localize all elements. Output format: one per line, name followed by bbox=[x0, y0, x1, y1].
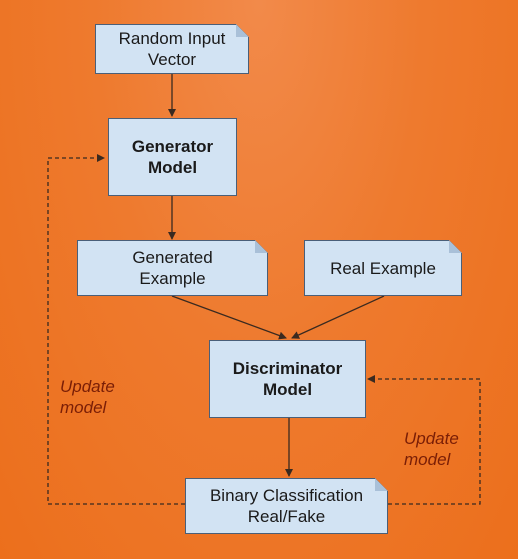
node-real-example-label: Real Example bbox=[305, 241, 461, 295]
edge-label-update-generator: Update model bbox=[60, 377, 115, 417]
node-binary-classification: Binary Classification Real/Fake bbox=[185, 478, 388, 534]
node-generated-example-label: Generated Example bbox=[78, 241, 267, 295]
node-random-input-vector: Random Input Vector bbox=[95, 24, 249, 74]
node-real-example: Real Example bbox=[304, 240, 462, 296]
node-generator-model: Generator Model bbox=[108, 118, 237, 196]
edge-real-example-to-discriminator bbox=[291, 295, 385, 339]
edge-update-generator-feedback bbox=[47, 154, 185, 505]
edge-update-discriminator-feedback bbox=[367, 375, 481, 505]
edge-generated-example-to-discriminator bbox=[171, 295, 287, 340]
edge-label-update-discriminator: Update model bbox=[404, 429, 459, 469]
node-generated-example: Generated Example bbox=[77, 240, 268, 296]
node-random-input-vector-label: Random Input Vector bbox=[96, 25, 248, 73]
node-binary-classification-label: Binary Classification Real/Fake bbox=[186, 479, 387, 533]
node-discriminator-model: Discriminator Model bbox=[209, 340, 366, 418]
